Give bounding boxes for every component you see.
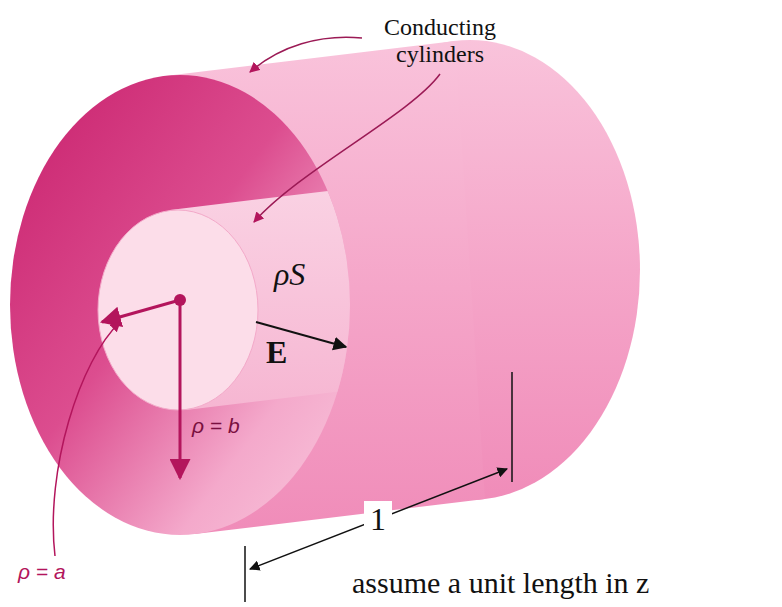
dimension-line [250,469,507,569]
leader-line [254,74,440,222]
dimension-tick [511,372,513,482]
leader-line [53,322,120,556]
note: assume a unit length in z [352,566,649,600]
dimension-label: 1 [364,501,392,538]
charge-symbol: ρS [274,256,305,293]
radius-label: ρ = b [192,414,240,438]
radius-label: ρ = a [18,560,66,584]
outer-cylinder [10,40,640,535]
field-symbol: E [266,334,287,371]
part-name: Conducting cylinders [355,14,525,68]
inner-face [98,210,258,410]
leader-line [250,37,362,72]
radius-b-arrow [179,300,182,478]
dimension-tick [244,546,246,602]
radius-a-arrow [102,300,180,322]
